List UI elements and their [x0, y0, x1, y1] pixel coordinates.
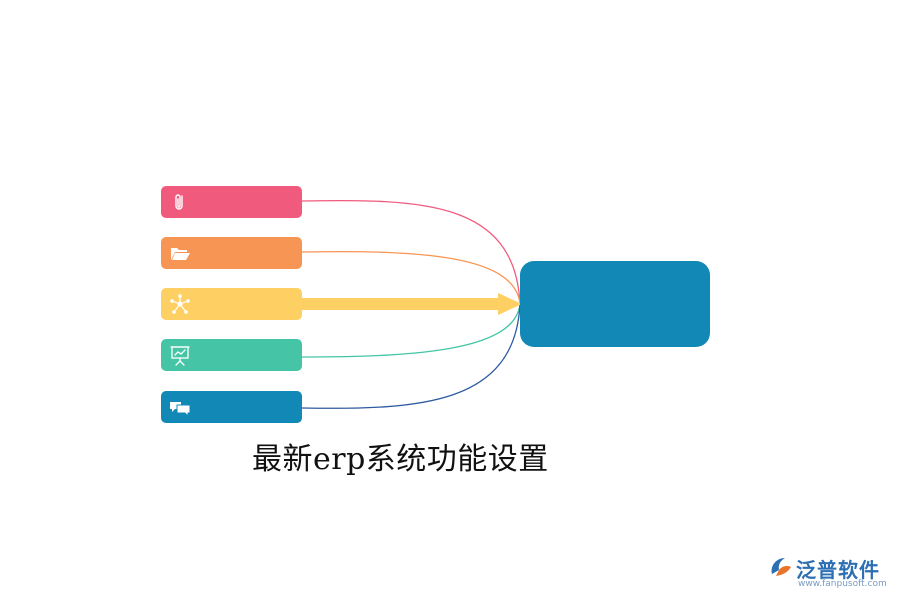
highlight-arrow-shaft	[300, 298, 500, 310]
target-box	[520, 261, 710, 347]
connector-line-5	[301, 303, 521, 409]
brand-url: www.fanpusoft.com	[798, 579, 887, 589]
node-folder	[161, 237, 302, 269]
presentation-board-icon	[170, 346, 190, 366]
connector-line-1	[301, 199, 521, 305]
chat-bubbles-icon	[170, 402, 191, 418]
folder-open-icon	[171, 248, 190, 260]
highlight-arrow-head	[498, 293, 522, 315]
paperclip-icon	[175, 194, 183, 210]
node-chat	[161, 391, 302, 423]
diagram-caption: 最新erp系统功能设置	[252, 442, 549, 477]
node-network	[161, 288, 302, 320]
node-presentation	[161, 339, 302, 371]
network-icon	[170, 294, 190, 314]
node-paperclip	[161, 186, 302, 218]
brand-logo: 泛普软件 www.fanpusoft.com	[768, 552, 894, 592]
connector-line-4	[301, 303, 521, 358]
brand-name: 泛普软件	[796, 558, 880, 582]
connector-line-2	[301, 250, 521, 305]
brand-mark-icon	[771, 558, 791, 576]
